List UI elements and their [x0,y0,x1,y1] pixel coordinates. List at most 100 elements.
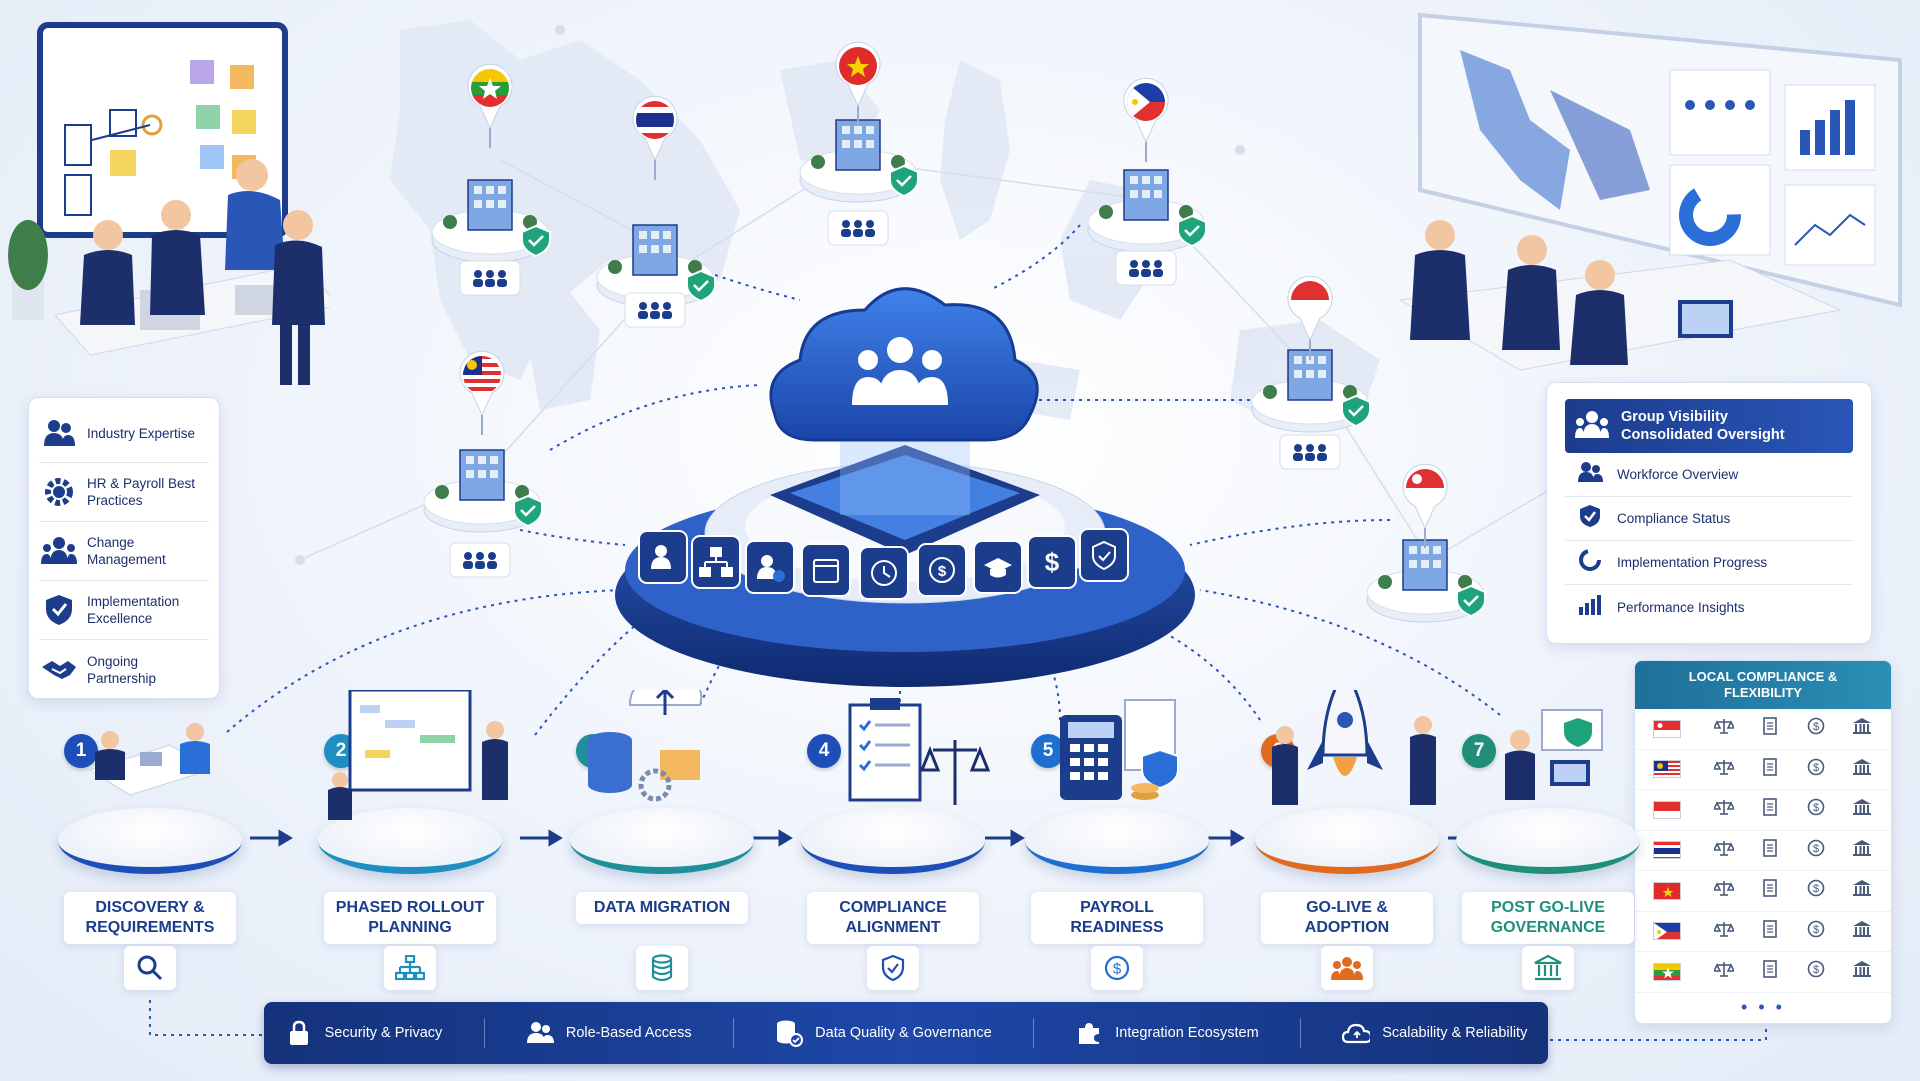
feature-data-quality: Data Quality & Governance [775,1019,992,1047]
svg-text:$: $ [1813,924,1819,936]
flag-vietnam [1653,881,1681,900]
feature-scalability: Scalability & Reliability [1342,1019,1527,1047]
oversight-item-compliance: Compliance Status [1565,497,1853,541]
compliance-row-myanmar: $ [1635,952,1891,993]
dollar-icon: $ [1793,717,1839,740]
expertise-item-partnership: Ongoing Partnership [39,640,209,699]
step-illustrations [88,690,1603,820]
step-label: DATA MIGRATION [576,892,748,924]
flag-singapore [1653,719,1681,738]
consulting-team-illustration [8,22,330,385]
document-icon [1747,960,1793,983]
gear-icon [39,472,79,512]
step-number-badge: 5 [1031,734,1065,768]
progress-ring-icon [1577,548,1603,577]
expertise-item-hr-payroll: HR & Payroll Best Practices [39,463,209,522]
flag-philippines [1653,922,1681,941]
divider [1032,1018,1034,1048]
scale-icon [1701,758,1747,781]
team-icon [852,337,948,405]
step-label: GO-LIVE & ADOPTION [1261,892,1433,944]
svg-text:$: $ [938,563,947,580]
site-indonesia [1250,348,1372,434]
site-vietnam [798,118,920,204]
bank-icon [1522,946,1574,990]
document-icon [1747,879,1793,902]
svg-text:$: $ [1813,883,1819,895]
bank-icon [1839,717,1885,740]
shield-check-icon [1577,504,1603,533]
expertise-item-implementation: Implementation Excellence [39,581,209,640]
svg-text:$: $ [1045,547,1060,577]
svg-text:$: $ [1813,843,1819,855]
scale-icon [1701,717,1747,740]
step-platform [1456,808,1640,874]
bank-icon [1839,758,1885,781]
scale-icon [1701,798,1747,821]
step-label: POST GO-LIVE GOVERNANCE [1462,892,1634,944]
flag-malaysia [1653,760,1681,779]
step-label: PHASED ROLLOUT PLANNING [324,892,496,944]
dollar-icon: $ [1091,946,1143,990]
scale-icon [1701,960,1747,983]
divider [732,1018,734,1048]
step-label: COMPLIANCE ALIGNMENT [807,892,979,944]
step-platform [801,808,985,874]
site-malaysia [422,448,544,534]
divider [483,1018,485,1048]
expertise-item-change-management: Change Management [39,522,209,581]
bank-icon [1839,920,1885,943]
compliance-row-singapore: $ [1635,709,1891,750]
bar-chart-icon [1577,593,1603,622]
step-label: PAYROLL READINESS [1031,892,1203,944]
feature-security: Security & Privacy [285,1019,442,1047]
database-icon [636,946,688,990]
dollar-icon: $ [1793,758,1839,781]
expertise-item-industry: Industry Expertise [39,404,209,463]
oversight-header: Group Visibility Consolidated Oversight [1565,399,1853,453]
staff-badge-malaysia [449,542,511,578]
people-icon [39,413,79,453]
dollar-icon: $ [1793,839,1839,862]
step-number-badge: 1 [64,734,98,768]
svg-text:$: $ [1813,762,1819,774]
compliance-row-indonesia: $ [1635,790,1891,831]
svg-text:$: $ [1813,964,1819,976]
central-cloud-platform: $ $ [615,287,1195,687]
document-icon [1747,838,1793,862]
divider [1299,1018,1301,1048]
site-singapore [1365,538,1487,624]
puzzle-icon [1075,1019,1103,1047]
step-platform [58,808,242,874]
dollar-icon: $ [1793,920,1839,943]
handshake-icon [39,650,79,690]
shield-check-icon [39,590,79,630]
compliance-row-malaysia: $ [1635,750,1891,790]
org-chart-icon [384,946,436,990]
bank-icon [1839,879,1885,902]
flag-indonesia [1653,800,1681,819]
flag-myanmar [1653,962,1681,981]
bank-icon [1839,798,1885,821]
shield-check-icon [867,946,919,990]
scale-icon [1701,839,1747,862]
site-philippines [1086,168,1208,254]
scale-icon [1701,920,1747,943]
bank-icon [1839,839,1885,862]
document-icon [1747,919,1793,943]
dollar-icon: $ [1793,960,1839,983]
step-platform [1255,808,1439,874]
step-number-badge: 7 [1462,734,1496,768]
oversight-item-workforce: Workforce Overview [1565,453,1853,497]
step-label: DISCOVERY & REQUIREMENTS [64,892,236,944]
site-myanmar [430,178,552,264]
compliance-row-philippines: $ [1635,912,1891,952]
people-icon [526,1019,554,1047]
oversight-item-progress: Implementation Progress [1565,541,1853,585]
dollar-icon: $ [1793,879,1839,902]
bank-icon [1839,960,1885,983]
compliance-row-vietnam: $ [1635,871,1891,912]
step-number-badge: 4 [807,734,841,768]
document-icon [1747,798,1793,821]
